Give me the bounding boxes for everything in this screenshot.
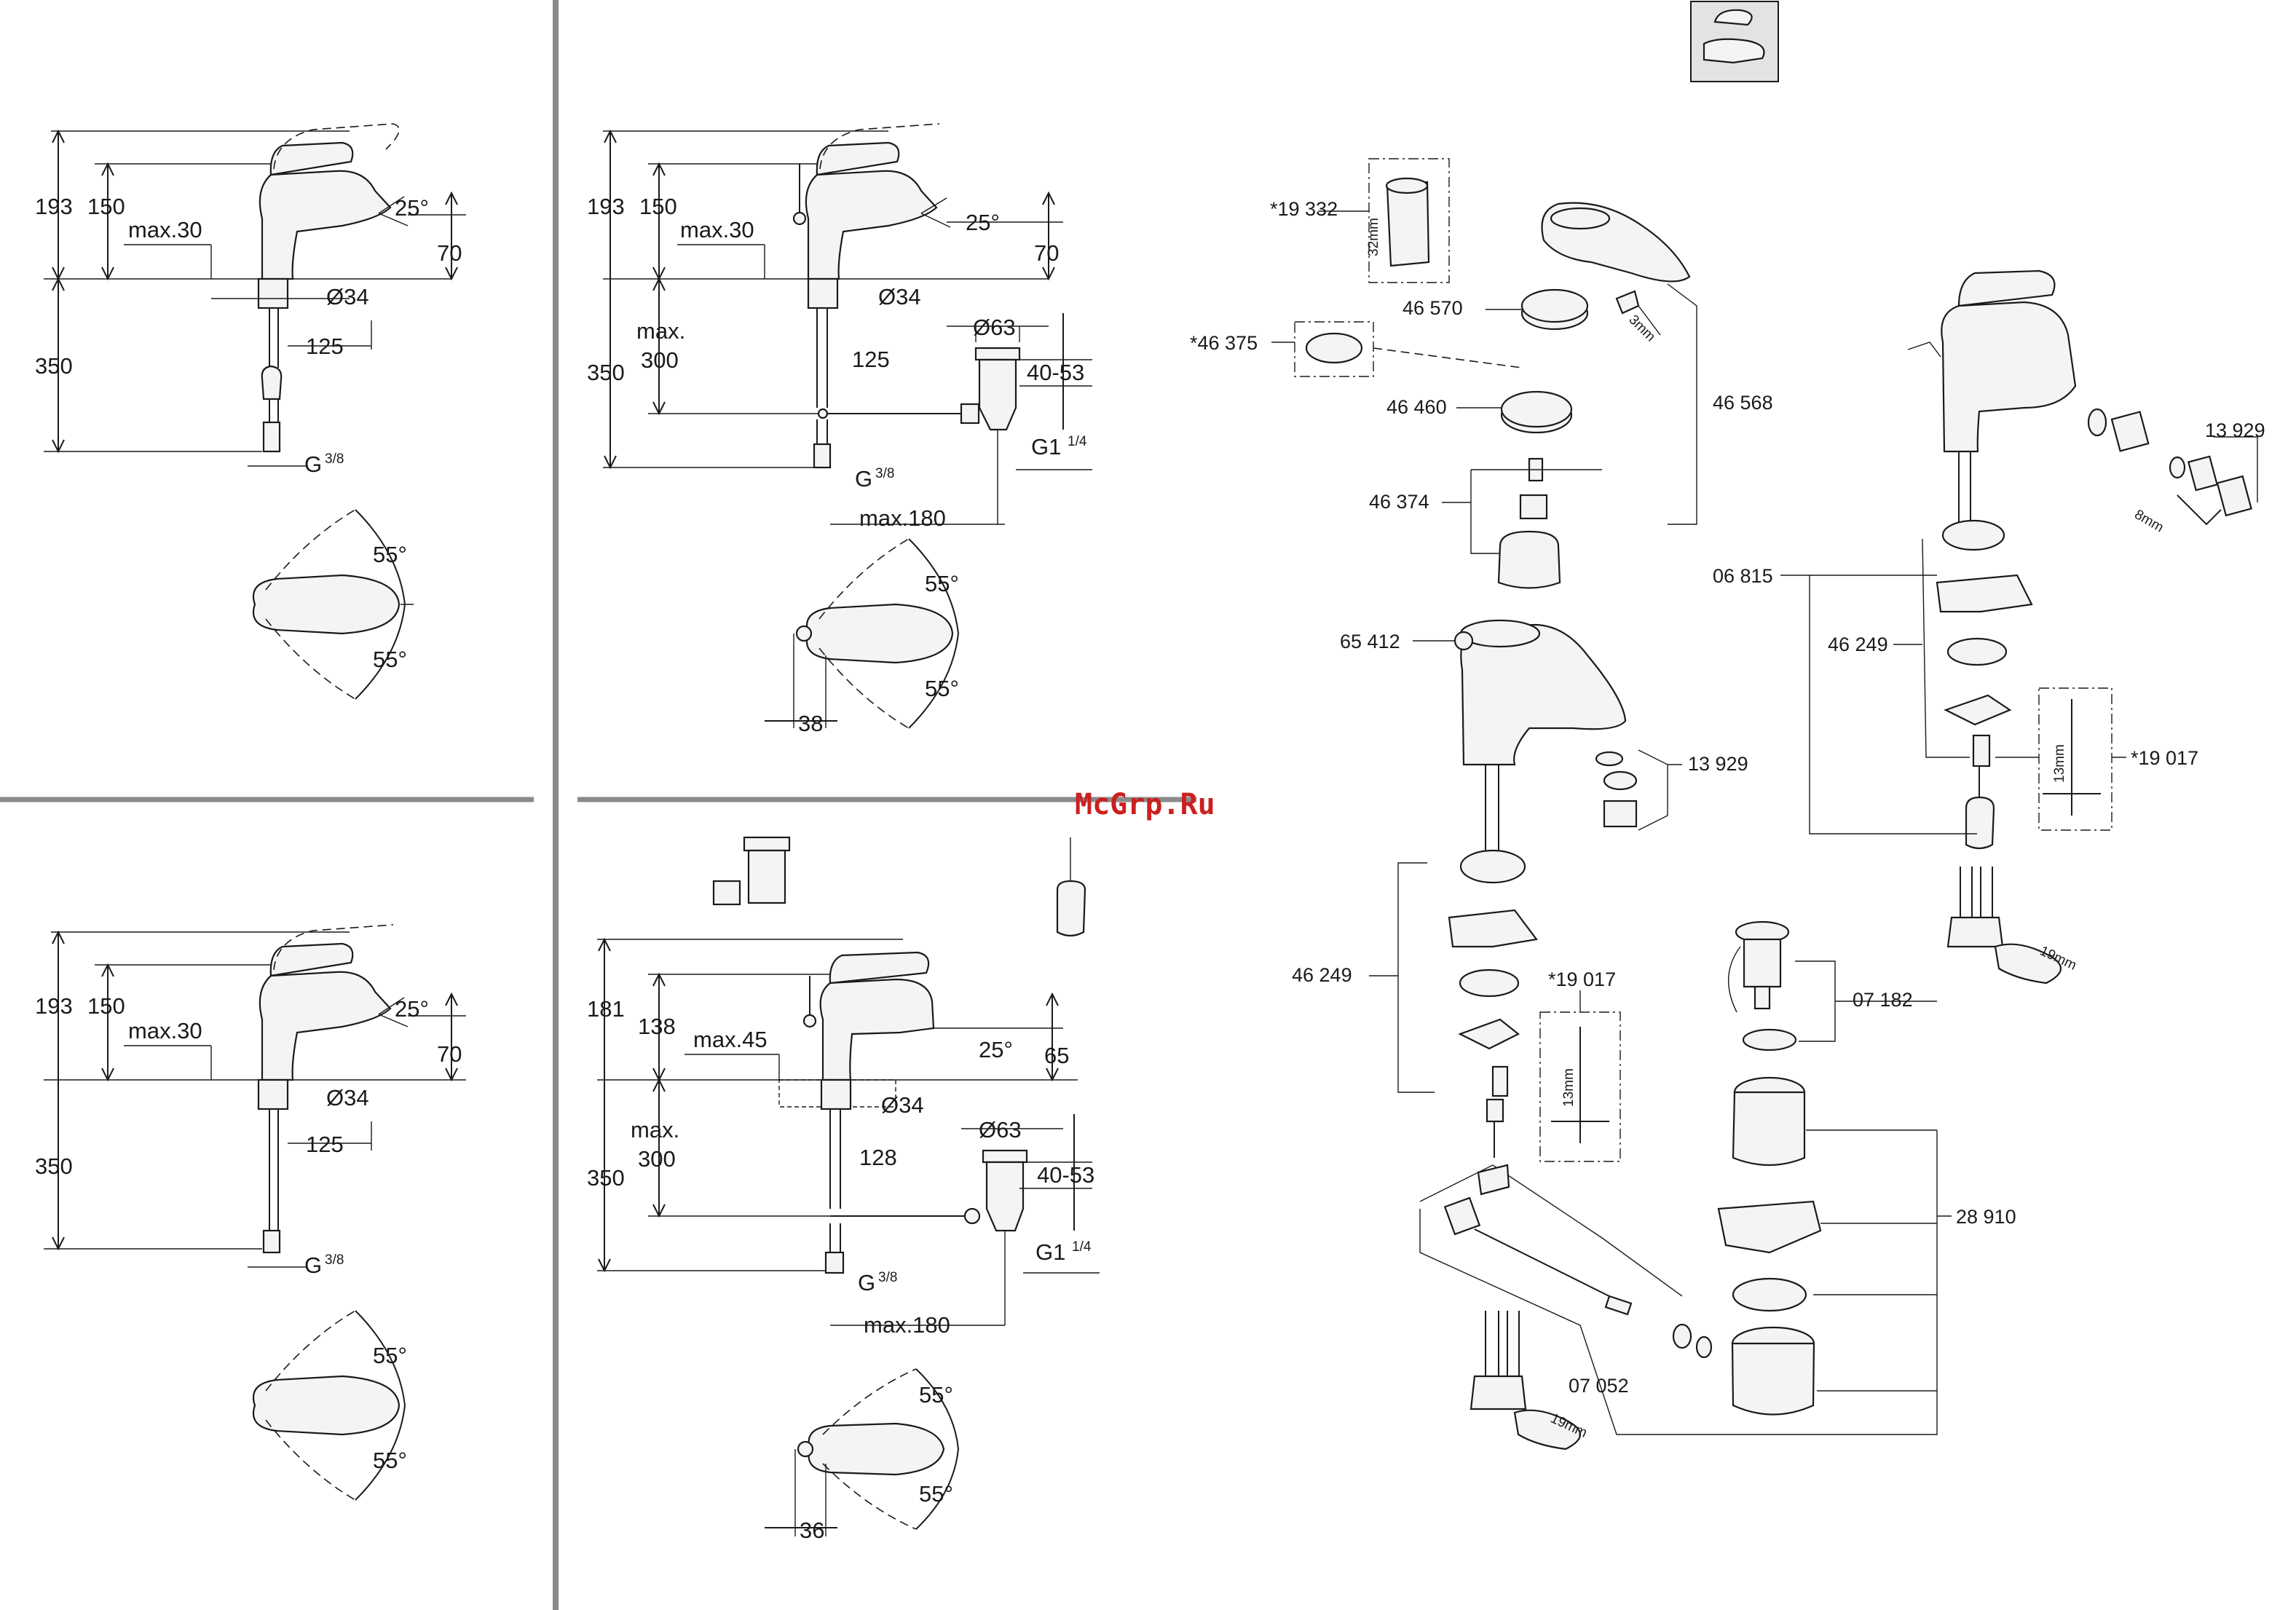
part-46249-a: 46 249 xyxy=(1292,964,1352,986)
dim-thread-g: G xyxy=(858,1270,875,1295)
rot-angle-top: 55° xyxy=(373,1343,407,1368)
dim-40-53: 40-53 xyxy=(1027,360,1084,385)
exploded-parts-view xyxy=(1271,1,2258,1451)
dim-65: 65 xyxy=(1044,1043,1069,1068)
part-06815: 06 815 xyxy=(1713,565,1773,587)
rot-angle-top: 55° xyxy=(925,571,959,596)
part-46249-b: 46 249 xyxy=(1828,634,1888,655)
rot-angle-bottom: 55° xyxy=(373,1448,407,1473)
dim-138: 138 xyxy=(638,1014,676,1039)
dim-125: 125 xyxy=(852,347,890,372)
dim-max180: max.180 xyxy=(859,505,946,531)
basin-b-labels: 193 150 max.30 25° 70 350 max. 300 Ø34 1… xyxy=(587,194,1087,736)
dim-thread-g: G xyxy=(855,466,872,492)
dim-125: 125 xyxy=(306,334,344,359)
rot-angle-bottom: 55° xyxy=(925,676,959,701)
part-07052: 07 052 xyxy=(1569,1375,1629,1397)
dim-thread-g1: G1 xyxy=(1031,434,1061,459)
dim-dia63: Ø63 xyxy=(979,1117,1022,1143)
part-65412: 65 412 xyxy=(1340,631,1400,652)
dim-max180: max.180 xyxy=(864,1312,950,1338)
dim-350: 350 xyxy=(587,360,625,385)
dim-150: 150 xyxy=(87,993,125,1019)
part-46570: 46 570 xyxy=(1403,297,1463,319)
tool-size-13mm-b: 13mm xyxy=(2052,744,2067,783)
part-13929-b: 13 929 xyxy=(2205,419,2265,441)
dim-300: 300 xyxy=(641,347,679,373)
dim-150: 150 xyxy=(639,194,677,219)
dim-125: 125 xyxy=(306,1132,344,1157)
dim-dia34: Ø34 xyxy=(326,1085,369,1110)
part-46375: *46 375 xyxy=(1190,332,1258,354)
basin-mixer-drawing-c xyxy=(44,924,466,1501)
rot-angle-bottom: 55° xyxy=(373,647,407,672)
dim-350: 350 xyxy=(35,1153,73,1179)
dim-dia34: Ø34 xyxy=(878,284,921,309)
dim-max: max. xyxy=(631,1117,679,1143)
tool-size-13mm-a: 13mm xyxy=(1561,1068,1577,1107)
panel-separators xyxy=(0,0,1196,1610)
dim-150: 150 xyxy=(87,194,125,219)
rot-angle-top: 55° xyxy=(373,542,407,567)
dim-70: 70 xyxy=(437,240,462,266)
part-19017-a: *19 017 xyxy=(1548,968,1616,990)
dim-181: 181 xyxy=(587,996,625,1022)
dim-thread-g: G xyxy=(304,1252,322,1278)
part-labels: *19 332 46 570 *46 375 46 460 46 568 46 … xyxy=(1190,198,2265,1397)
basin-mixer-drawing-b xyxy=(603,123,1092,729)
dim-350: 350 xyxy=(35,353,73,379)
basin-mixer-drawing-a xyxy=(44,123,466,700)
dim-angle: 25° xyxy=(979,1037,1013,1062)
dim-36: 36 xyxy=(800,1518,824,1543)
dim-max30: max.30 xyxy=(128,217,202,242)
dim-350: 350 xyxy=(587,1165,625,1191)
part-07182: 07 182 xyxy=(1853,989,1913,1011)
dim-128: 128 xyxy=(859,1145,897,1170)
rot-angle-bottom: 55° xyxy=(919,1481,953,1507)
part-19017-b: *19 017 xyxy=(2131,747,2198,769)
part-19332: *19 332 xyxy=(1270,198,1338,220)
dim-max30: max.30 xyxy=(128,1018,202,1043)
dim-thread-frac: 3/8 xyxy=(325,451,344,467)
rot-angle-top: 55° xyxy=(919,1382,953,1408)
bidet-mixer-drawing xyxy=(597,836,1100,1536)
part-46568: 46 568 xyxy=(1713,392,1773,414)
dim-max45: max.45 xyxy=(693,1027,768,1052)
dim-40-53: 40-53 xyxy=(1037,1162,1094,1188)
part-46460: 46 460 xyxy=(1386,396,1447,418)
dim-193: 193 xyxy=(35,993,73,1019)
dim-thread-frac: 3/8 xyxy=(878,1270,897,1285)
part-13929-a: 13 929 xyxy=(1688,753,1748,775)
dim-thread-g1: G1 xyxy=(1035,1239,1065,1265)
dim-thread-g: G xyxy=(304,451,322,477)
dim-thread-frac-14: 1/4 xyxy=(1072,1239,1092,1255)
dim-70: 70 xyxy=(1034,240,1059,266)
dim-193: 193 xyxy=(587,194,625,219)
tool-size-3mm: 3mm xyxy=(1625,312,1658,345)
bidet-labels: 181 138 max.45 25° 65 350 max. 300 Ø34 1… xyxy=(587,996,1094,1543)
dim-angle: 25° xyxy=(395,195,429,221)
dim-70: 70 xyxy=(437,1041,462,1067)
dim-38: 38 xyxy=(798,711,823,736)
dim-angle: 25° xyxy=(395,996,429,1022)
dim-max30: max.30 xyxy=(680,217,754,242)
dim-max: max. xyxy=(636,318,685,344)
basin-a-labels: 193 150 max.30 25° 70 350 Ø34 125 G 3/8 … xyxy=(35,194,462,672)
part-28910: 28 910 xyxy=(1956,1206,2016,1228)
dim-dia63: Ø63 xyxy=(973,315,1016,340)
dim-angle: 25° xyxy=(966,210,1000,235)
tool-size-32mm: 32mm xyxy=(1366,218,1381,256)
dim-thread-frac: 3/8 xyxy=(325,1252,344,1268)
basin-c-labels: 193 150 max.30 25° 70 350 Ø34 125 G 3/8 … xyxy=(35,993,462,1473)
dim-dia34: Ø34 xyxy=(881,1092,924,1118)
dim-300: 300 xyxy=(638,1146,676,1172)
dim-thread-frac: 3/8 xyxy=(875,466,894,481)
dim-thread-frac-14: 1/4 xyxy=(1068,434,1087,449)
part-46374: 46 374 xyxy=(1369,491,1429,513)
tool-size-8mm: 8mm xyxy=(2132,507,2166,535)
dim-dia34: Ø34 xyxy=(326,284,369,309)
watermark: McGrp.Ru xyxy=(1075,788,1215,821)
dim-193: 193 xyxy=(35,194,73,219)
